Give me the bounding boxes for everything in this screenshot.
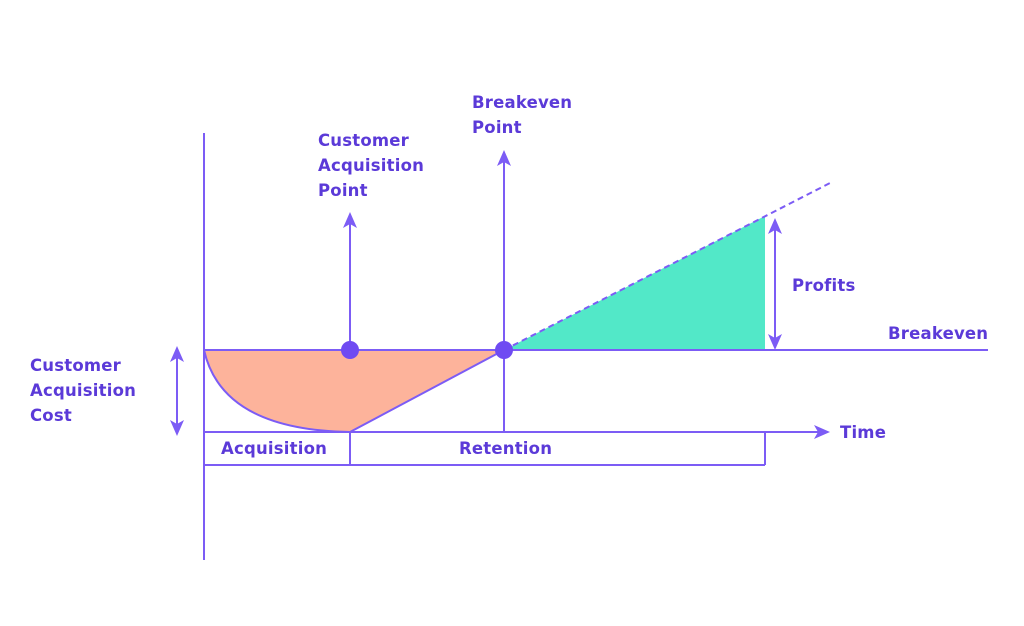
time-arrowhead-icon [814, 425, 830, 439]
customer-acquisition-cost-label: Customer Acquisition Cost [30, 356, 137, 425]
cost-curve [203, 349, 351, 433]
cac-arrowhead-up-icon [170, 346, 184, 362]
acquisition-phase-label: Acquisition [221, 439, 328, 458]
profits-arrowhead-down-icon [768, 334, 782, 350]
acquisition-cost-area [204, 350, 504, 432]
customer-acquisition-point-label: Customer Acquisition Point [318, 131, 425, 200]
breakeven-label: Breakeven [888, 324, 989, 343]
breakeven-point-arrowhead-icon [497, 150, 511, 166]
retention-line [349, 349, 505, 433]
cac-arrowhead-down-icon [170, 420, 184, 436]
time-label: Time [840, 423, 887, 442]
profit-trend-dashed-line [503, 181, 833, 351]
retention-phase-label: Retention [459, 439, 553, 458]
acquisition-point-arrowhead-icon [343, 212, 357, 228]
profits-label: Profits [792, 276, 856, 295]
acquisition-point-dot [341, 341, 359, 359]
breakeven-point-dot [495, 341, 513, 359]
profits-arrowhead-up-icon [768, 218, 782, 234]
breakeven-point-label: Breakeven Point [472, 93, 573, 137]
